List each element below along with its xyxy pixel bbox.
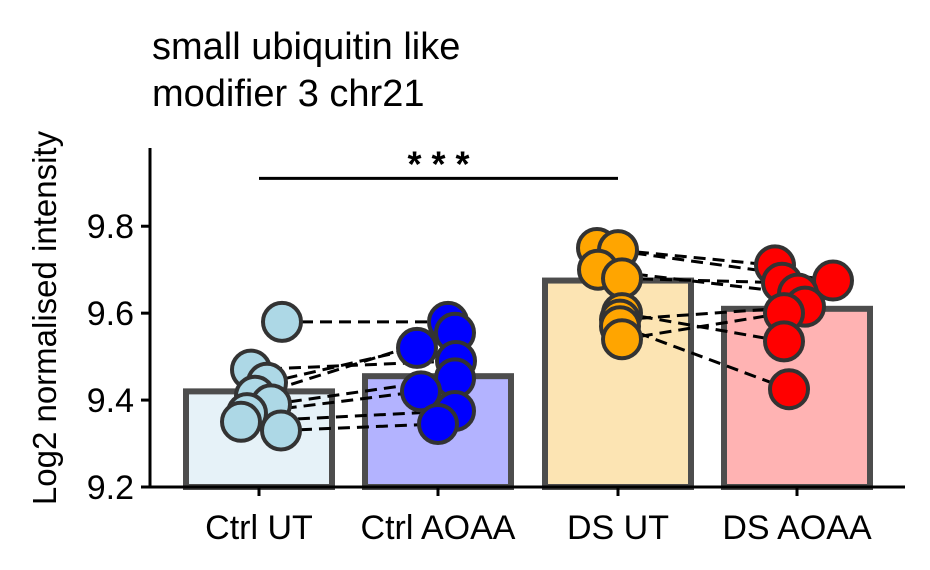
paired-line-ctrl-3 — [266, 346, 418, 385]
point-ds-aoaa-7 — [763, 320, 805, 363]
paired-line-ctrl-7 — [240, 409, 456, 424]
paired-line-ds-2 — [617, 248, 776, 267]
y-tick-label-2: 9.4 — [87, 382, 134, 420]
point-ds-ut-8 — [601, 318, 643, 361]
point-ctrl-aoaa-3 — [396, 326, 438, 369]
point-ctrl-aoaa-8 — [417, 402, 459, 445]
paired-line-ctrl-8 — [280, 422, 439, 432]
point-ctrl-aoaa-6 — [400, 370, 442, 413]
point-ctrl-ut-8 — [260, 409, 302, 452]
point-ctrl-ut-1 — [261, 300, 303, 343]
chart-title: small ubiquitin like modifier 3 chr21 — [152, 24, 460, 118]
y-tick-label-3: 9.6 — [87, 295, 134, 333]
point-ctrl-ut-7 — [220, 400, 262, 443]
paired-line-ds-7 — [619, 324, 790, 391]
point-ds-ut-4 — [601, 257, 643, 300]
x-tick-label-4: DS AOAA — [722, 509, 872, 547]
significance-layer: * * * — [259, 143, 618, 184]
x-tick-label-1: Ctrl UT — [205, 509, 313, 547]
point-ds-aoaa-8 — [768, 368, 810, 411]
chart-title-line-1: small ubiquitin like — [152, 26, 461, 68]
y-tick-label-4: 9.8 — [87, 208, 134, 246]
y-tick-label-1: 9.2 — [87, 469, 134, 507]
paired-line-ds-8 — [621, 311, 785, 341]
points-layer — [220, 226, 854, 452]
chart-title-line-2: modifier 3 chr21 — [152, 73, 425, 115]
paired-line-ds-4 — [621, 276, 783, 285]
y-axis-label: Log2 normalised intensity — [26, 130, 63, 505]
x-tick-label-2: Ctrl AOAA — [361, 509, 516, 547]
significance-label: * * * — [407, 143, 469, 184]
x-tick-label-3: DS UT — [567, 509, 669, 547]
